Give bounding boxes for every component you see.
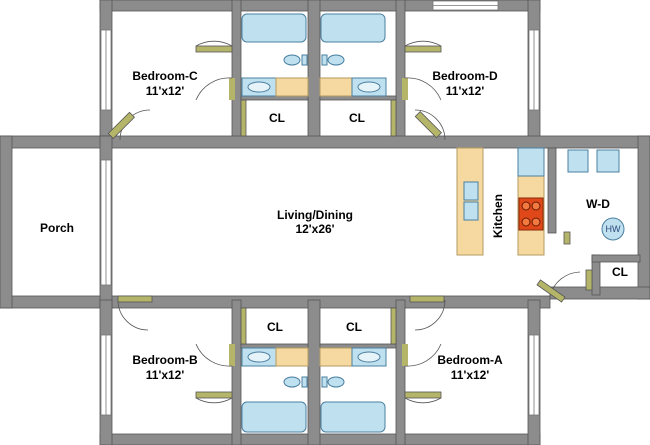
hw-label: HW — [606, 224, 621, 234]
living-dim: 12'x26' — [295, 222, 334, 236]
bedroom-a-dim: 11'x12' — [451, 368, 490, 382]
closet-a-label: CL — [346, 320, 362, 334]
closet-wd-label: CL — [612, 265, 628, 279]
bedroom-a-name: Bedroom-A — [437, 353, 503, 367]
porch-name: Porch — [40, 221, 74, 235]
room-labels: Bedroom-C 11'x12' Bedroom-D 11'x12' Bedr… — [40, 69, 628, 382]
bedroom-c-name: Bedroom-C — [132, 69, 198, 83]
closet-c-label: CL — [269, 111, 285, 125]
closet-b-label: CL — [267, 320, 283, 334]
kitchen-fixtures — [456, 147, 545, 256]
bedroom-d-name: Bedroom-D — [432, 69, 498, 83]
wd-name: W-D — [586, 197, 610, 211]
closet-d-label: CL — [349, 111, 365, 125]
windows — [100, 0, 540, 416]
doors — [107, 40, 593, 404]
bedroom-d-dim: 11'x12' — [446, 84, 485, 98]
kitchen-name: Kitchen — [491, 194, 505, 238]
bathroom-bottom — [241, 347, 387, 433]
bedroom-c-dim: 11'x12' — [146, 84, 185, 98]
bedroom-b-name: Bedroom-B — [132, 353, 198, 367]
living-name: Living/Dining — [277, 208, 353, 222]
bedroom-b-dim: 11'x12' — [146, 368, 185, 382]
bathroom-top — [241, 13, 387, 97]
washer-dryer — [567, 149, 625, 241]
